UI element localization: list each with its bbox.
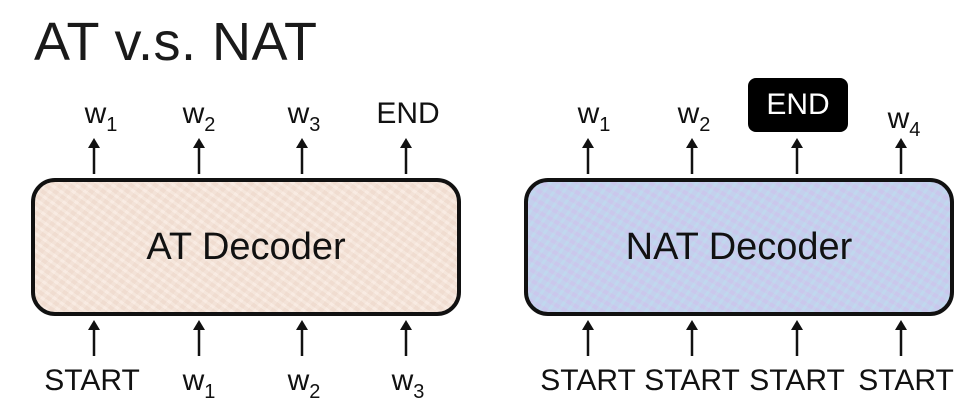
at-decoder-label: AT Decoder (146, 225, 346, 268)
at-output-token-2: w2 (182, 97, 216, 136)
at-input-token-4: w3 (391, 364, 425, 403)
nat-input-token-1: START (540, 364, 636, 397)
nat-input-arrow-2 (686, 320, 698, 356)
at-output-arrow-4 (400, 138, 412, 174)
at-input-token-2: w1 (182, 364, 216, 403)
nat-output-token-2: w2 (677, 97, 711, 136)
nat-input-token-2: START (644, 364, 740, 397)
nat-decoder-box: NAT Decoder (524, 178, 954, 316)
nat-output-arrow-1 (582, 138, 594, 174)
at-decoder-box: AT Decoder (31, 178, 461, 316)
at-output-token-4: END (376, 97, 440, 130)
nat-output-arrow-2 (686, 138, 698, 174)
nat-output-arrow-4 (895, 138, 907, 174)
nat-input-token-4: START (858, 364, 954, 397)
nat-input-arrow-1 (582, 320, 594, 356)
at-input-arrow-4 (400, 320, 412, 356)
nat-decoder-label: NAT Decoder (625, 225, 853, 268)
at-input-token-1: START (44, 364, 140, 397)
nat-output-token-4: w4 (887, 102, 921, 141)
at-output-token-1: w1 (84, 97, 118, 136)
nat-input-arrow-4 (895, 320, 907, 356)
nat-input-token-3: START (749, 364, 845, 397)
at-input-arrow-1 (88, 320, 100, 356)
at-output-arrow-3 (296, 138, 308, 174)
at-output-token-3: w3 (287, 97, 321, 136)
nat-output-token-3-highlighted: END (748, 78, 848, 132)
at-input-token-3: w2 (287, 364, 321, 403)
nat-input-arrow-3 (791, 320, 803, 356)
nat-output-arrow-3 (791, 138, 803, 174)
slide-title: AT v.s. NAT (34, 12, 318, 72)
nat-output-token-1: w1 (577, 97, 611, 136)
at-output-arrow-2 (193, 138, 205, 174)
at-input-arrow-2 (193, 320, 205, 356)
at-input-arrow-3 (296, 320, 308, 356)
at-output-arrow-1 (88, 138, 100, 174)
